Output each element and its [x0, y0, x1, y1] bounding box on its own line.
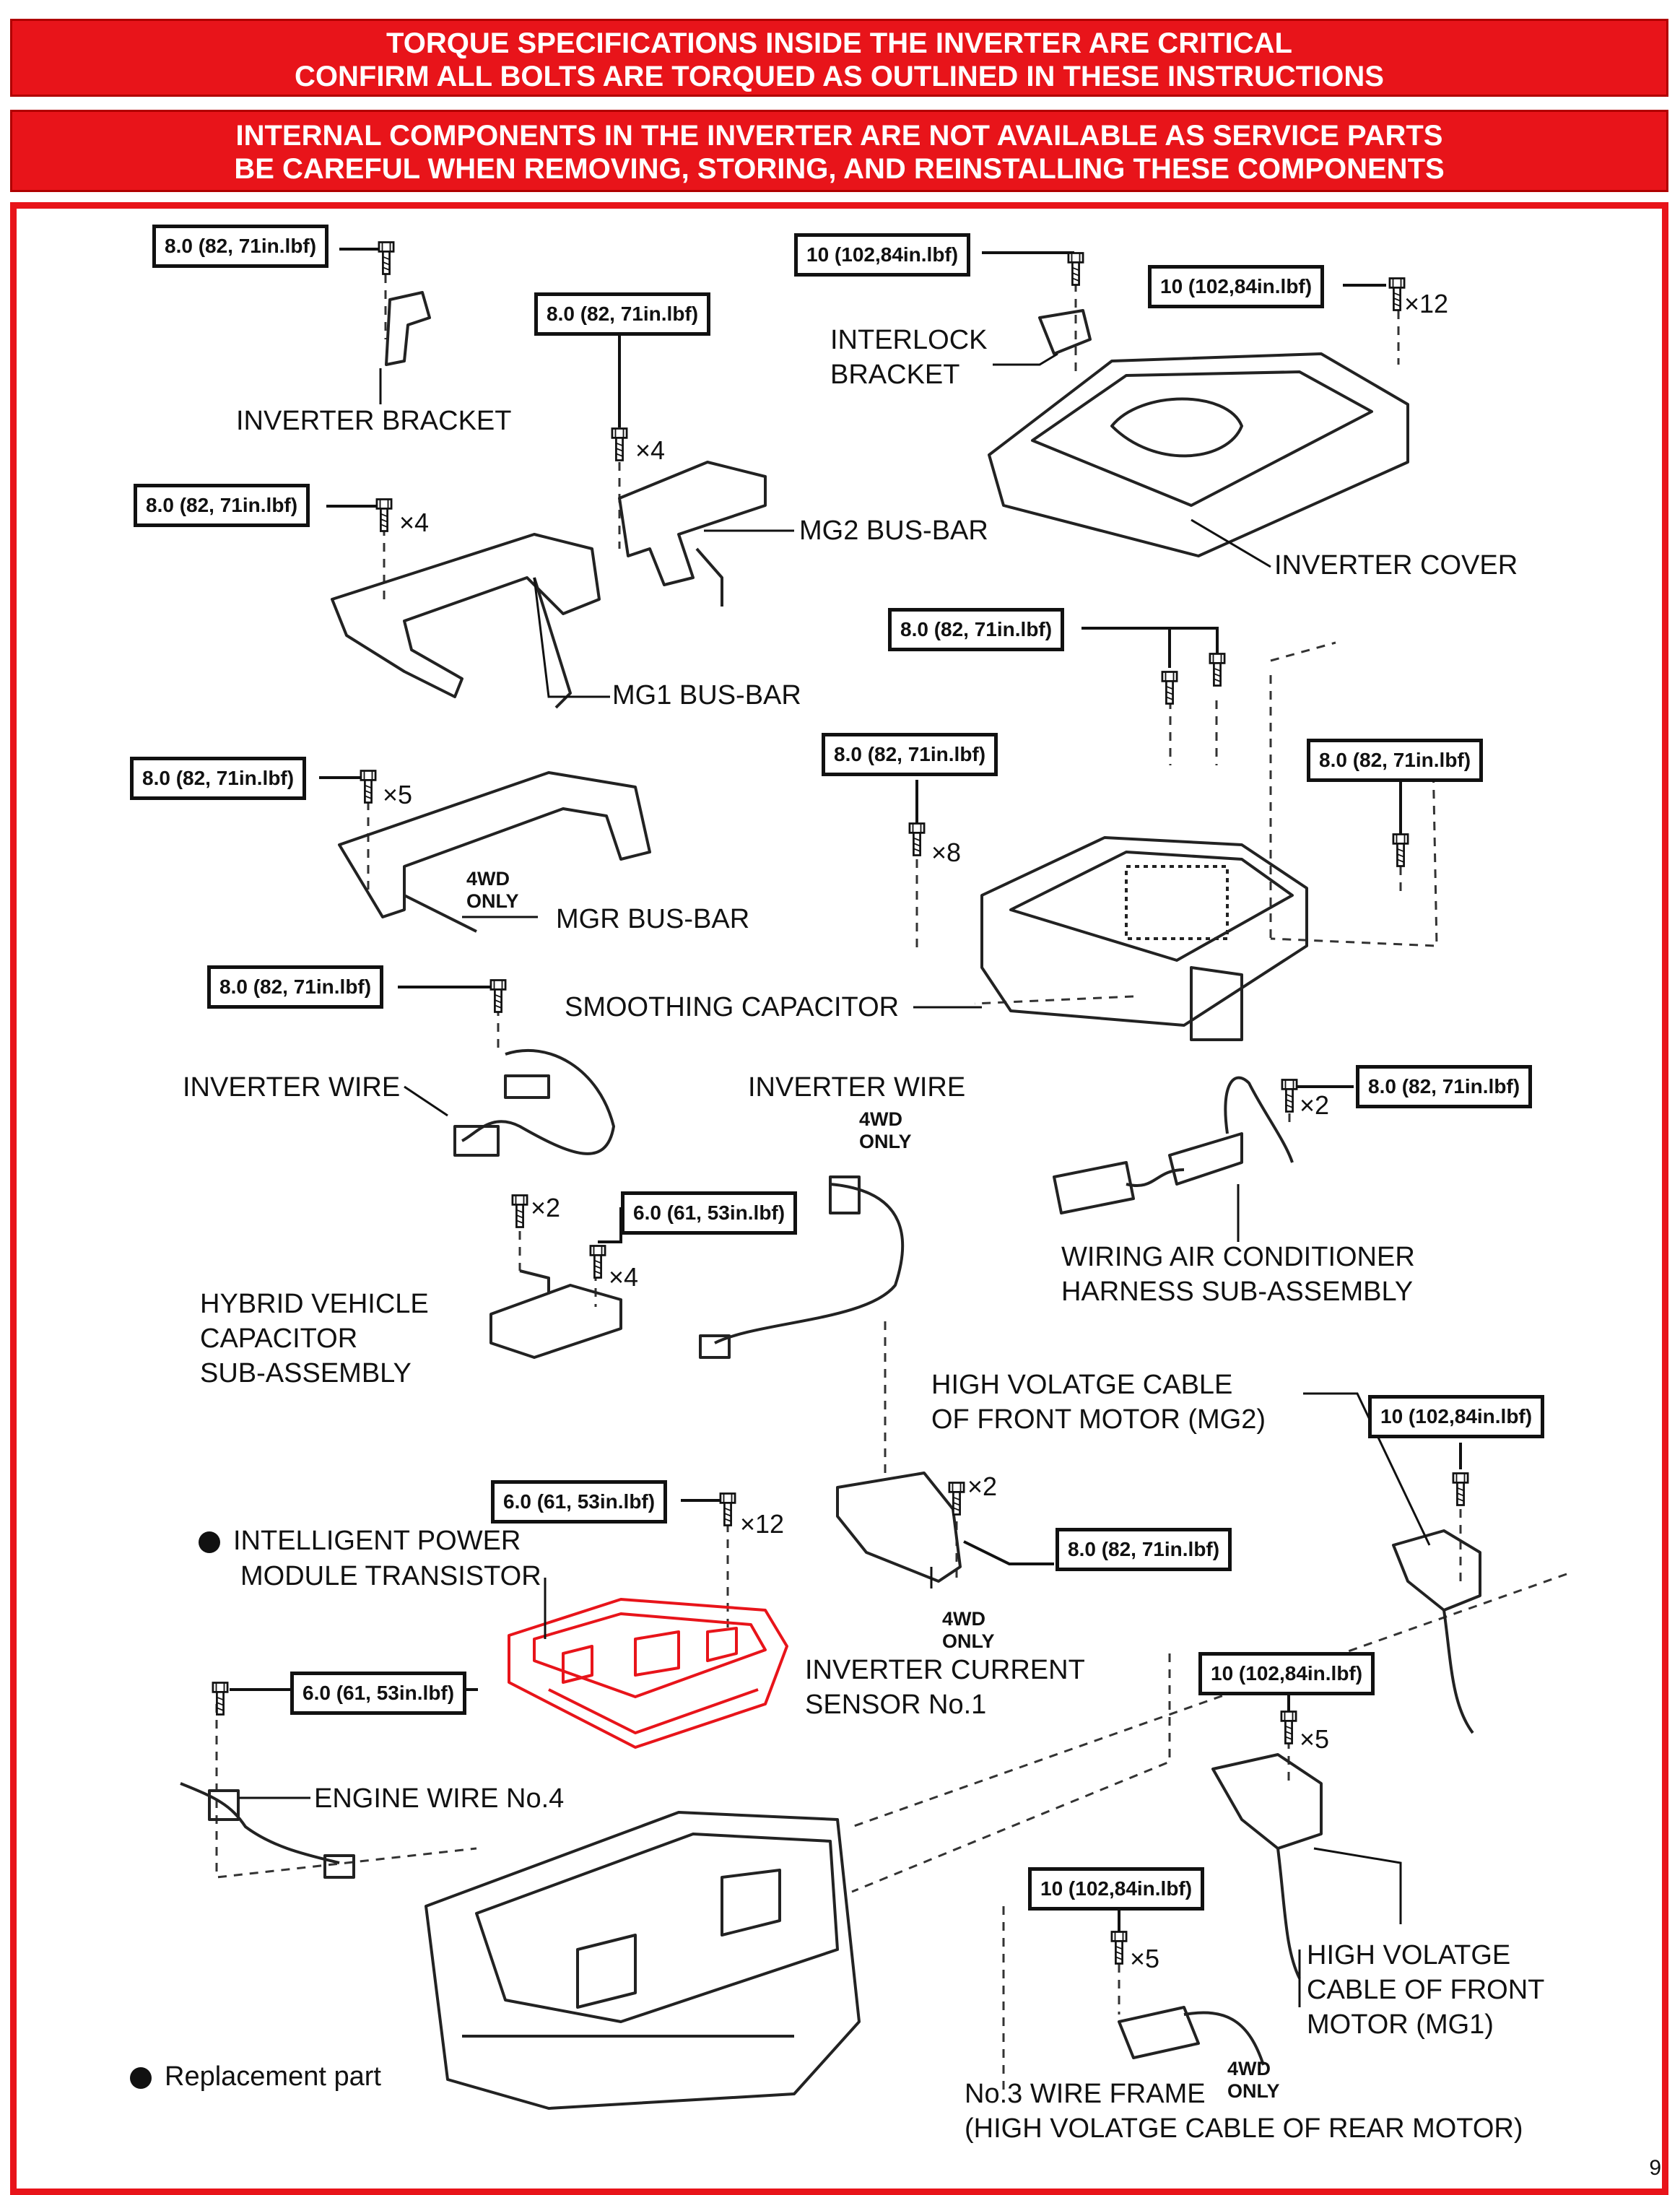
qty-wire-frame-bolts: ×5	[1130, 1944, 1160, 1973]
banner-line: BE CAREFUL WHEN REMOVING, STORING, AND R…	[234, 153, 1445, 185]
banner-line: TORQUE SPECIFICATIONS INSIDE THE INVERTE…	[386, 27, 1292, 59]
label-wire-frame-line1: No.3 WIRE FRAME	[965, 2079, 1206, 2109]
label-engine-wire: ENGINE WIRE No.4	[314, 1783, 565, 1814]
label-hv-cable-mg2-line2: OF FRONT MOTOR (MG2)	[931, 1404, 1266, 1435]
torque-spec-current-sensor: 8.0 (82, 71in.lbf)	[1056, 1528, 1232, 1571]
torque-spec-engine-wire: 6.0 (61, 53in.lbf)	[290, 1672, 467, 1715]
torque-spec-inverter-cover: 10 (102,84in.lbf)	[1148, 265, 1325, 308]
qty-hv-cable-mg1-bolts: ×5	[1300, 1724, 1330, 1754]
service-parts-warning-banner: INTERNAL COMPONENTS IN THE INVERTER ARE …	[10, 110, 1668, 192]
label-wiring-ac-line1: WIRING AIR CONDITIONER	[1061, 1242, 1415, 1272]
label-hv-cable-mg1-line2: CABLE OF FRONT	[1307, 1975, 1545, 2005]
torque-spec-hv-capacitor: 6.0 (61, 53in.lbf)	[621, 1191, 798, 1235]
label-inverter-wire-left: INVERTER WIRE	[183, 1072, 401, 1103]
legend-replacement-part: Replacement part	[130, 2061, 381, 2092]
label-inverter-cover: INVERTER COVER	[1274, 550, 1518, 581]
qty-mg2-bolts: ×4	[635, 435, 666, 465]
torque-spec-mg2-bus-bar: 8.0 (82, 71in.lbf)	[534, 292, 711, 336]
qty-cover-bolts: ×12	[1404, 289, 1449, 318]
torque-spec-wire-frame: 10 (102,84in.lbf)	[1028, 1867, 1205, 1911]
banner-line: INTERNAL COMPONENTS IN THE INVERTER ARE …	[235, 120, 1443, 152]
torque-spec-interlock-bracket: 10 (102,84in.lbf)	[794, 233, 971, 277]
qty-hv-capacitor-bolts-a: ×2	[531, 1193, 561, 1222]
label-hv-cable-mg1-line3: MOTOR (MG1)	[1307, 2009, 1494, 2040]
replacement-part-marker-icon	[199, 1531, 220, 1553]
torque-spec-capacitor-right: 8.0 (82, 71in.lbf)	[1307, 739, 1484, 782]
qty-wiring-ac-bolts: ×2	[1300, 1090, 1330, 1120]
torque-spec-hv-cable-mg1: 10 (102,84in.lbf)	[1198, 1652, 1375, 1695]
torque-spec-smoothing-capacitor: 8.0 (82, 71in.lbf)	[822, 733, 998, 776]
qty-mgr-bolts: ×5	[383, 780, 413, 809]
label-wiring-ac-line2: HARNESS SUB-ASSEMBLY	[1061, 1277, 1414, 1307]
label-wire-frame-line2: (HIGH VOLATGE CABLE OF REAR MOTOR)	[965, 2113, 1523, 2144]
torque-spec-ipm: 6.0 (61, 53in.lbf)	[491, 1480, 668, 1524]
qty-ipm-bolts: ×12	[740, 1509, 785, 1539]
qty-hv-capacitor-bolts-b: ×4	[609, 1262, 639, 1292]
page-number: 9	[1649, 2156, 1661, 2180]
torque-spec-inverter-bracket: 8.0 (82, 71in.lbf)	[152, 225, 329, 268]
label-mg1-bus-bar: MG1 BUS-BAR	[612, 680, 801, 710]
torque-spec-mgr-bus-bar: 8.0 (82, 71in.lbf)	[130, 757, 307, 800]
banner-line: CONFIRM ALL BOLTS ARE TORQUED AS OUTLINE…	[295, 61, 1384, 92]
qty-current-sensor-bolts: ×2	[967, 1472, 998, 1501]
torque-spec-mg1-bus-bar: 8.0 (82, 71in.lbf)	[134, 484, 310, 527]
label-hv-cable-mg2-line1: HIGH VOLATGE CABLE	[931, 1370, 1233, 1400]
label-current-sensor-line2: SENSOR No.1	[805, 1690, 987, 1720]
qty-mg1-bolts: ×4	[399, 508, 430, 537]
label-hv-cable-mg1-line1: HIGH VOLATGE	[1307, 1940, 1511, 1970]
label-hv-capacitor-line3: SUB-ASSEMBLY	[200, 1358, 412, 1388]
torque-spec-inverter-wire: 8.0 (82, 71in.lbf)	[207, 965, 384, 1009]
torque-spec-capacitor-top: 8.0 (82, 71in.lbf)	[888, 608, 1065, 651]
label-interlock-bracket-line2: BRACKET	[830, 360, 960, 390]
label-smoothing-capacitor: SMOOTHING CAPACITOR	[565, 992, 900, 1022]
label-inverter-wire-center: INVERTER WIRE	[748, 1072, 966, 1103]
label-inverter-bracket: INVERTER BRACKET	[236, 406, 512, 436]
label-ipm-line1: INTELLIGENT POWER	[199, 1526, 521, 1557]
torque-spec-hv-cable-mg2: 10 (102,84in.lbf)	[1368, 1395, 1545, 1438]
label-mg2-bus-bar: MG2 BUS-BAR	[799, 516, 988, 546]
ipm-highlight	[508, 1598, 788, 1749]
torque-warning-banner: TORQUE SPECIFICATIONS INSIDE THE INVERTE…	[10, 19, 1668, 97]
replacement-part-legend-icon	[130, 2066, 152, 2089]
label-hv-capacitor-line2: CAPACITOR	[200, 1323, 358, 1354]
label-hv-capacitor-line1: HYBRID VEHICLE	[200, 1289, 429, 1319]
label-mgr-bus-bar: MGR BUS-BAR	[556, 904, 750, 934]
label-interlock-bracket-line1: INTERLOCK	[830, 325, 988, 355]
torque-spec-wiring-ac: 8.0 (82, 71in.lbf)	[1356, 1065, 1533, 1108]
label-current-sensor-line1: INVERTER CURRENT	[805, 1655, 1085, 1685]
label-ipm-line2: MODULE TRANSISTOR	[240, 1561, 541, 1591]
qty-capacitor-bolts: ×8	[931, 838, 962, 867]
